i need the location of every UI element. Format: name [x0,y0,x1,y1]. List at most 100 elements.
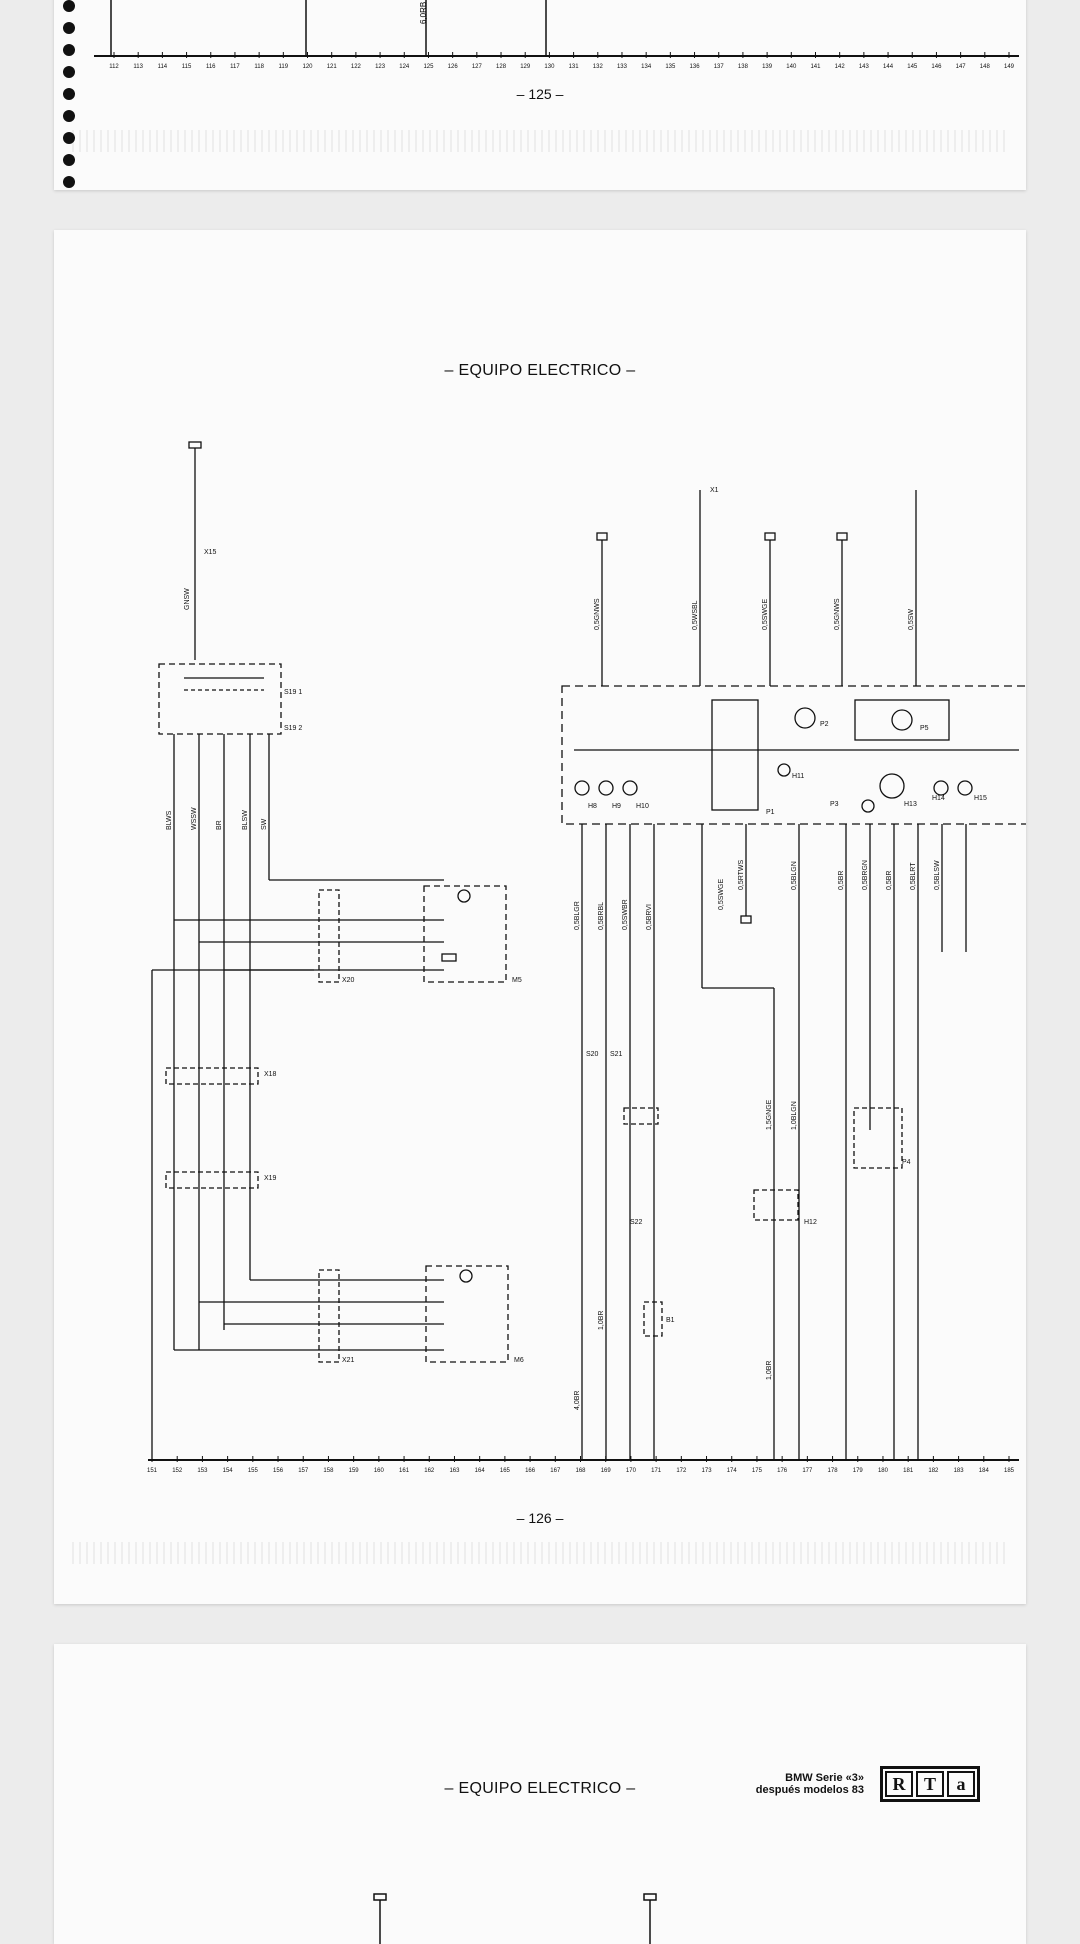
component-label: X21 [342,1357,355,1364]
ruler-label: 173 [702,1468,713,1474]
wire-label: 0,5BLSW [934,860,941,890]
ruler-label: 120 [303,64,314,70]
ruler-label: 168 [575,1468,586,1474]
wire-label: 0,5BLGR [574,901,581,930]
wire-label: 0,5GNWS [834,598,841,630]
ruler-label: 169 [601,1468,612,1474]
component-label: H13 [904,801,917,808]
ruler-label: 153 [197,1468,208,1474]
wire-label: 0,5GNWS [594,598,601,630]
wire-label: 0,5BR [886,871,893,890]
scan-noise [72,130,1008,152]
ruler-label: 182 [928,1468,939,1474]
ruler-label: 171 [651,1468,662,1474]
rta-logo: R T a [880,1766,980,1802]
component-label: S19 1 [284,689,302,696]
ruler-label: 116 [206,64,216,70]
wire-label: 0,5BLRT [910,862,917,890]
wire-label: BR [216,820,223,830]
ruler-label: 128 [496,64,507,70]
brand-line-2: después modelos 83 [755,1784,864,1796]
component-label: S20 [586,1051,599,1058]
ruler-label: 135 [665,64,676,70]
ruler-label: 130 [544,64,555,70]
ruler-label: 165 [500,1468,511,1474]
component-label: M5 [512,977,522,984]
ruler-label: 143 [859,64,870,70]
page-number: – 126 – [516,1510,564,1526]
ruler-label: 121 [327,64,338,70]
ruler-label: 154 [223,1468,234,1474]
ruler-label: 179 [853,1468,864,1474]
ruler-label: 178 [828,1468,839,1474]
ruler-label: 164 [475,1468,486,1474]
ruler-label: 181 [903,1468,914,1474]
ruler-label: 158 [323,1468,334,1474]
ruler-label: 119 [279,64,289,70]
wire-label: 0,5BR [838,871,845,890]
component-label: H15 [974,795,987,802]
ruler-label: 146 [931,64,942,70]
ruler-label: 163 [449,1468,460,1474]
component-label: X15 [204,549,217,556]
ruler-label: 159 [349,1468,360,1474]
logo-letter: a [947,1771,975,1797]
wire-label: SW [261,818,268,830]
ruler-label: 155 [248,1468,259,1474]
ruler-label: 124 [399,64,410,70]
manual-page-126: – EQUIPO ELECTRICO – [54,230,1026,1604]
component-label: H9 [612,803,621,810]
ruler-label: 183 [954,1468,965,1474]
wire-label: 1,5GNGE [766,1099,773,1130]
ruler-label: 184 [979,1468,990,1474]
logo-letter: T [916,1771,944,1797]
logo-letter: R [885,1771,913,1797]
component-label: H11 [792,773,804,780]
brand-line-1: BMW Serie «3» [785,1772,864,1784]
ruler-label: 118 [254,64,264,70]
wire-label: 6,0RB [419,2,428,24]
wire-label: 1,0BR [598,1311,605,1330]
component-label: P5 [920,725,929,732]
component-label: P3 [830,801,839,808]
component-label: H10 [636,803,649,810]
ruler-label: 185 [1004,1468,1015,1474]
ruler-label: 141 [810,64,821,70]
ruler-label: 148 [980,64,991,70]
wiring-diagram-fragment-127 [373,1893,657,1944]
ruler-label: 113 [133,64,143,70]
ruler-label: 140 [786,64,797,70]
wire-label: 0,5BLGN [791,861,798,890]
ruler-label: 157 [298,1468,309,1474]
ruler-label: 166 [525,1468,536,1474]
ruler-label: 117 [230,64,240,70]
wire-label: 0,5BRBL [598,902,605,930]
ruler-label: 177 [802,1468,813,1474]
ruler-label: 136 [690,64,701,70]
component-label: S21 [610,1051,623,1058]
component-label: S19 2 [284,725,302,732]
ruler-label: 180 [878,1468,889,1474]
ruler-label: 127 [472,64,483,70]
wire-label: 0,5SWGE [718,879,725,910]
ruler-label: 170 [626,1468,637,1474]
ruler-label: 131 [569,64,580,70]
wire-label: 0,5SW [908,609,915,630]
page-header: – EQUIPO ELECTRICO – [444,1780,636,1797]
ruler-label: 133 [617,64,628,70]
brand-text: BMW Serie «3» después modelos 83 [756,1772,864,1796]
wire-label: 4,0BR [574,1391,581,1410]
ruler-label: 152 [172,1468,183,1474]
component-label: H8 [588,803,597,810]
component-label: X20 [342,977,355,984]
ruler-label: 125 [423,64,434,70]
wire-label: 1,0BLGN [791,1101,798,1130]
ruler-label: 134 [641,64,652,70]
wire-label: 0,5RTWS [738,859,745,890]
ruler-label: 138 [738,64,749,70]
component-label: M6 [514,1357,524,1364]
component-label: S22 [630,1219,643,1226]
manual-page-127: – EQUIPO ELECTRICO – BMW Serie «3» despu… [54,1644,1026,1944]
